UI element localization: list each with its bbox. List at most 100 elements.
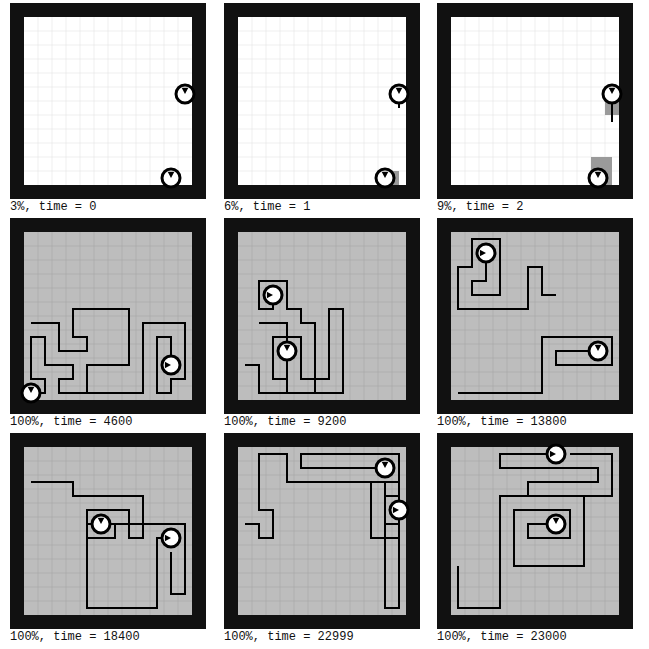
grid-line (451, 386, 619, 387)
arena-floor (451, 447, 619, 615)
grid-line (164, 232, 165, 400)
grid-line (364, 447, 365, 615)
player-head (376, 459, 394, 477)
time-label: 100%, time = 22999 (224, 631, 354, 644)
snake-trail (245, 454, 399, 608)
arena-wall (224, 433, 420, 629)
player-mouth (284, 345, 291, 351)
player-head (162, 356, 180, 374)
grid-line (238, 157, 406, 158)
player-mouth (396, 88, 403, 94)
player-head (589, 169, 607, 187)
grid-line (24, 101, 192, 102)
grid-line (605, 447, 606, 615)
arena-wall (224, 3, 420, 199)
grid-line (122, 232, 123, 400)
player-mouth (382, 172, 389, 178)
grid-line (577, 17, 578, 185)
grid-line (451, 559, 619, 560)
arena-wall (437, 433, 633, 629)
grid-line (350, 447, 351, 615)
grid-line (392, 232, 393, 400)
grid-line (238, 601, 406, 602)
arena-wall (224, 218, 420, 414)
player-mouth (393, 507, 399, 514)
arena-wall (10, 218, 206, 414)
grid-line (238, 115, 406, 116)
grid-line (451, 129, 619, 130)
grid-line (238, 344, 406, 345)
snake-trail (458, 496, 584, 608)
grid-line (350, 17, 351, 185)
grid-line (24, 129, 192, 130)
grid-line (238, 559, 406, 560)
grid-line (24, 559, 192, 560)
grid-line (24, 115, 192, 116)
grid-line (577, 232, 578, 400)
arena-floor (451, 232, 619, 400)
grid-line (238, 330, 406, 331)
grid-line (591, 447, 592, 615)
player-head (264, 286, 282, 304)
player-mouth (480, 250, 486, 257)
grid-line (336, 17, 337, 185)
grid-line (136, 232, 137, 400)
grid-line (24, 573, 192, 574)
player-head (92, 515, 110, 533)
player-head (603, 85, 621, 103)
grid-line (238, 143, 406, 144)
snake-trail (371, 454, 399, 538)
grid-line (378, 17, 379, 185)
grid-line (336, 447, 337, 615)
grid-line (563, 17, 564, 185)
arena-wall (10, 3, 206, 199)
grid-line (122, 447, 123, 615)
grid-line (451, 330, 619, 331)
grid-line (451, 587, 619, 588)
time-label: 9%, time = 2 (437, 201, 523, 214)
grid-line (451, 372, 619, 373)
grid-line (136, 447, 137, 615)
snake-trail (458, 337, 612, 393)
grid-line (136, 17, 137, 185)
time-label: 100%, time = 9200 (224, 416, 346, 429)
grid-line (24, 157, 192, 158)
grid-line (24, 143, 192, 144)
player-mouth (595, 345, 602, 351)
arena-floor (451, 17, 619, 185)
grid-line (336, 232, 337, 400)
arena-floor (238, 447, 406, 615)
player-head (589, 342, 607, 360)
grid-line (364, 232, 365, 400)
grid-line (238, 587, 406, 588)
grid-line (24, 587, 192, 588)
player-mouth (98, 518, 105, 524)
grid-line (591, 232, 592, 400)
grid-line (350, 232, 351, 400)
grid-line (605, 232, 606, 400)
grid-line (378, 232, 379, 400)
grid-line (577, 447, 578, 615)
grid-line (164, 17, 165, 185)
player-mouth (550, 451, 556, 458)
time-label: 100%, time = 23000 (437, 631, 567, 644)
arena-floor (24, 17, 192, 185)
grid-line (451, 601, 619, 602)
grid-line (451, 115, 619, 116)
arena-floor (238, 17, 406, 185)
player-head (22, 384, 40, 402)
grid-line (24, 330, 192, 331)
grid-line (24, 316, 192, 317)
grid-line (451, 101, 619, 102)
grid-line (238, 358, 406, 359)
arena-floor (24, 232, 192, 400)
grid-line (150, 232, 151, 400)
snake-trail (31, 309, 129, 393)
grid-line (238, 531, 406, 532)
grid-line (238, 101, 406, 102)
arena-wall (437, 218, 633, 414)
grid-line (150, 17, 151, 185)
grid-line (451, 545, 619, 546)
arena-floor (24, 447, 192, 615)
